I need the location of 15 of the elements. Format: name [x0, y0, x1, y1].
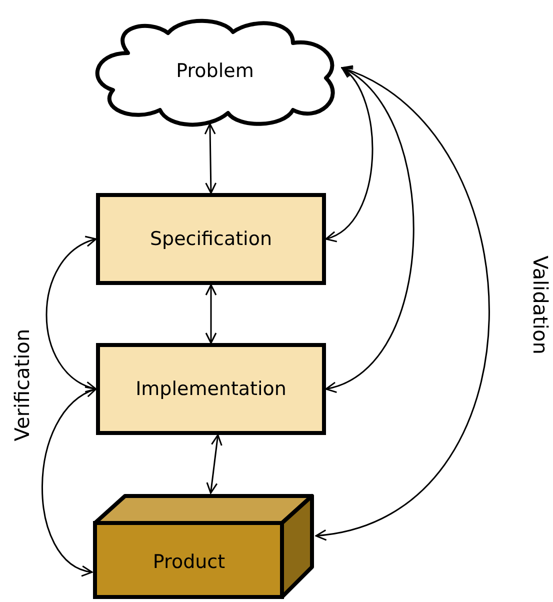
arrow	[204, 123, 217, 194]
process-box	[96, 343, 326, 435]
axis-caption: Validation	[528, 256, 552, 354]
arrow	[205, 284, 217, 344]
node-label: Specification	[150, 228, 272, 250]
arrow	[325, 67, 373, 240]
node-label: Problem	[176, 60, 254, 82]
arrow	[42, 388, 97, 575]
node-label: Implementation	[136, 378, 286, 400]
arrow	[46, 237, 97, 391]
axis-caption: Verification	[10, 328, 34, 442]
arrow	[325, 67, 414, 392]
arrow	[315, 66, 490, 540]
process-box	[96, 193, 326, 285]
arrow	[206, 434, 222, 494]
